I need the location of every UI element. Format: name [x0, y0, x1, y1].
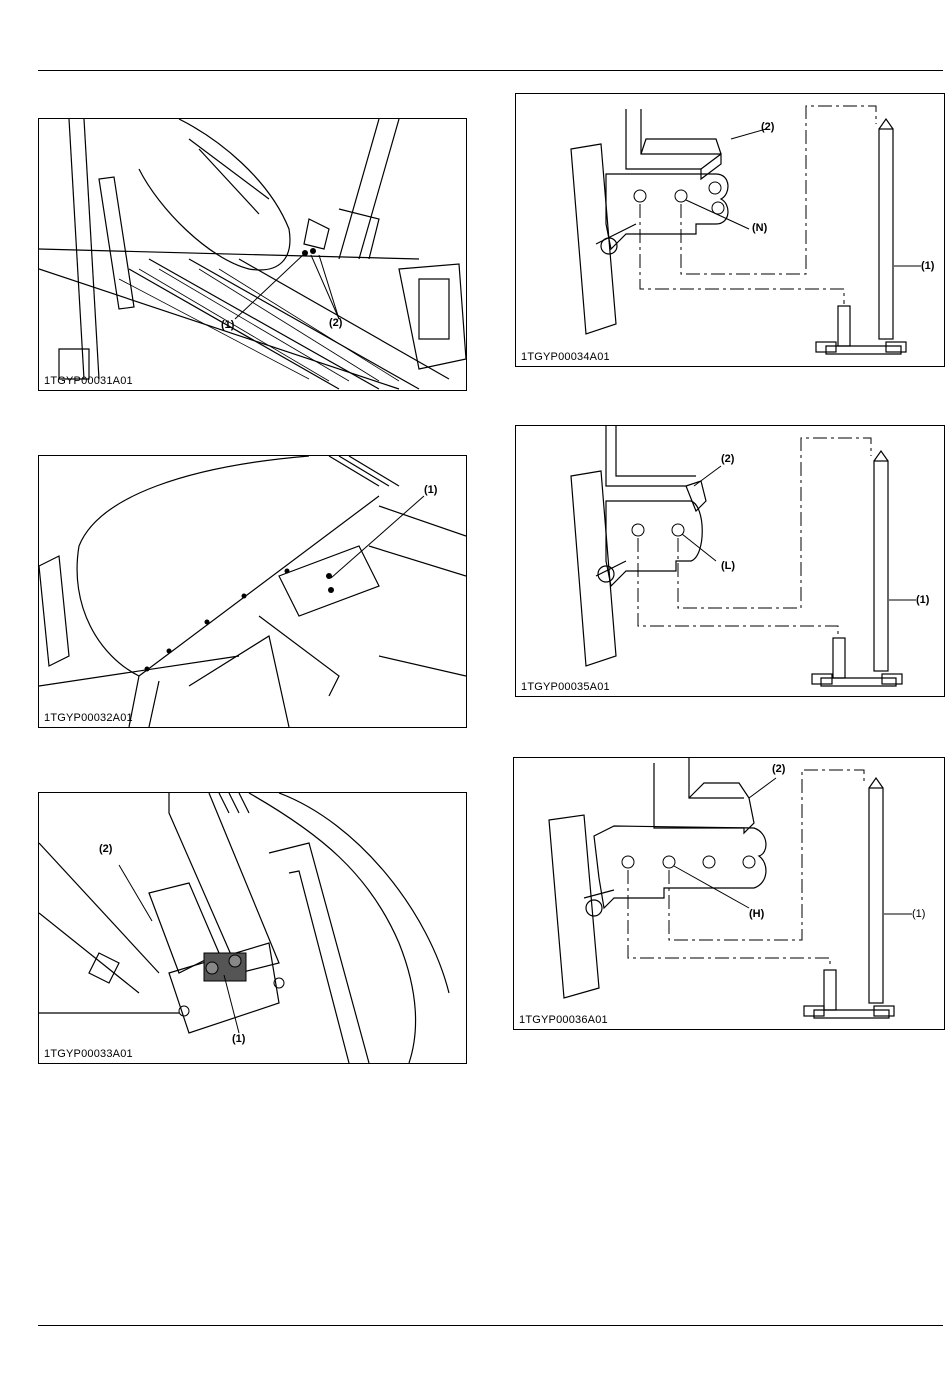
figure-id: 1TGYP00031A01 [44, 375, 133, 387]
figure-seat-lock-pin: (1) (2) 1TGYP00031A01 [38, 118, 467, 391]
callout-2: (2) [329, 317, 342, 329]
callout-1: (1) [916, 594, 929, 606]
seat-lock-pin-illustration [39, 119, 466, 390]
callout-1: (1) [232, 1033, 245, 1045]
figure-id: 1TGYP00032A01 [44, 712, 133, 724]
callout-1: (1) [921, 260, 934, 272]
callout-2: (2) [761, 121, 774, 133]
callout-1: (1) [221, 319, 234, 331]
callout-1: (1) [424, 484, 437, 496]
figure-id: 1TGYP00035A01 [521, 681, 610, 693]
callout-2: (2) [99, 843, 112, 855]
callout-2: (2) [772, 763, 785, 775]
figure-seat-slide-pin: (1) 1TGYP00032A01 [38, 455, 467, 728]
figure-seat-bracket-bolts: (2) (1) 1TGYP00033A01 [38, 792, 467, 1064]
figure-pin-position-n: (2) (N) (1) 1TGYP00034A01 [515, 93, 945, 367]
seat-slide-pin-illustration [39, 456, 466, 727]
callout-n: (N) [752, 222, 767, 234]
callout-h: (H) [749, 908, 764, 920]
header-rule [38, 70, 943, 71]
figure-id: 1TGYP00034A01 [521, 351, 610, 363]
pin-position-h-illustration [514, 758, 944, 1029]
callout-l: (L) [721, 560, 735, 572]
seat-bracket-illustration [39, 793, 466, 1063]
pin-position-n-illustration [516, 94, 944, 366]
callout-2: (2) [721, 453, 734, 465]
figure-id: 1TGYP00033A01 [44, 1048, 133, 1060]
figure-id: 1TGYP00036A01 [519, 1014, 608, 1026]
callout-1: (1) [912, 908, 925, 920]
footer-rule [38, 1325, 943, 1326]
figure-pin-position-l: (2) (L) (1) 1TGYP00035A01 [515, 425, 945, 697]
figure-pin-position-h: (2) (H) (1) 1TGYP00036A01 [513, 757, 945, 1030]
